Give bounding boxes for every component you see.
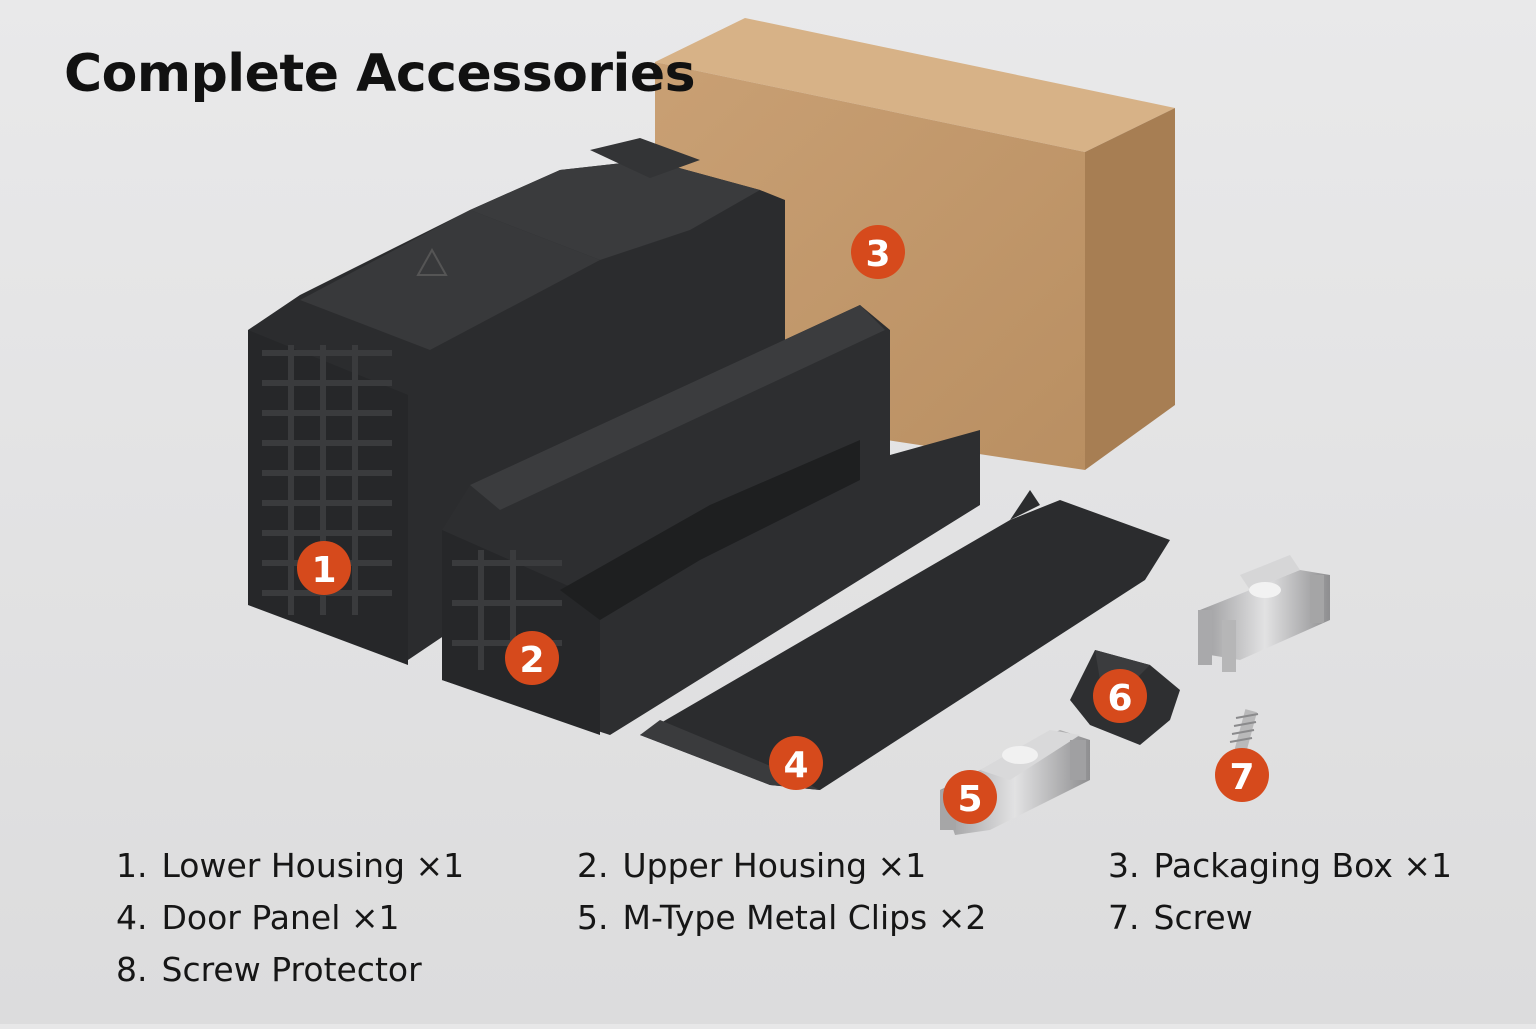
marker-5-label: 5 bbox=[957, 779, 982, 820]
marker-3-label: 3 bbox=[865, 234, 890, 275]
metal-clip-upper bbox=[1198, 555, 1330, 672]
marker-4-label: 4 bbox=[783, 745, 808, 786]
page-title: Complete Accessories bbox=[64, 44, 696, 104]
marker-4: 4 bbox=[769, 736, 823, 790]
marker-6-label: 6 bbox=[1107, 678, 1132, 719]
marker-3: 3 bbox=[851, 225, 905, 279]
marker-7: 7 bbox=[1215, 748, 1269, 802]
marker-6: 6 bbox=[1093, 669, 1147, 723]
marker-7-label: 7 bbox=[1229, 757, 1254, 798]
lower-housing bbox=[248, 138, 785, 665]
upper-housing bbox=[442, 305, 980, 735]
screw bbox=[1229, 709, 1259, 753]
marker-5: 5 bbox=[943, 770, 997, 824]
marker-2-label: 2 bbox=[519, 640, 544, 681]
marker-1-label: 1 bbox=[311, 550, 336, 591]
marker-1: 1 bbox=[297, 541, 351, 595]
marker-2: 2 bbox=[505, 631, 559, 685]
